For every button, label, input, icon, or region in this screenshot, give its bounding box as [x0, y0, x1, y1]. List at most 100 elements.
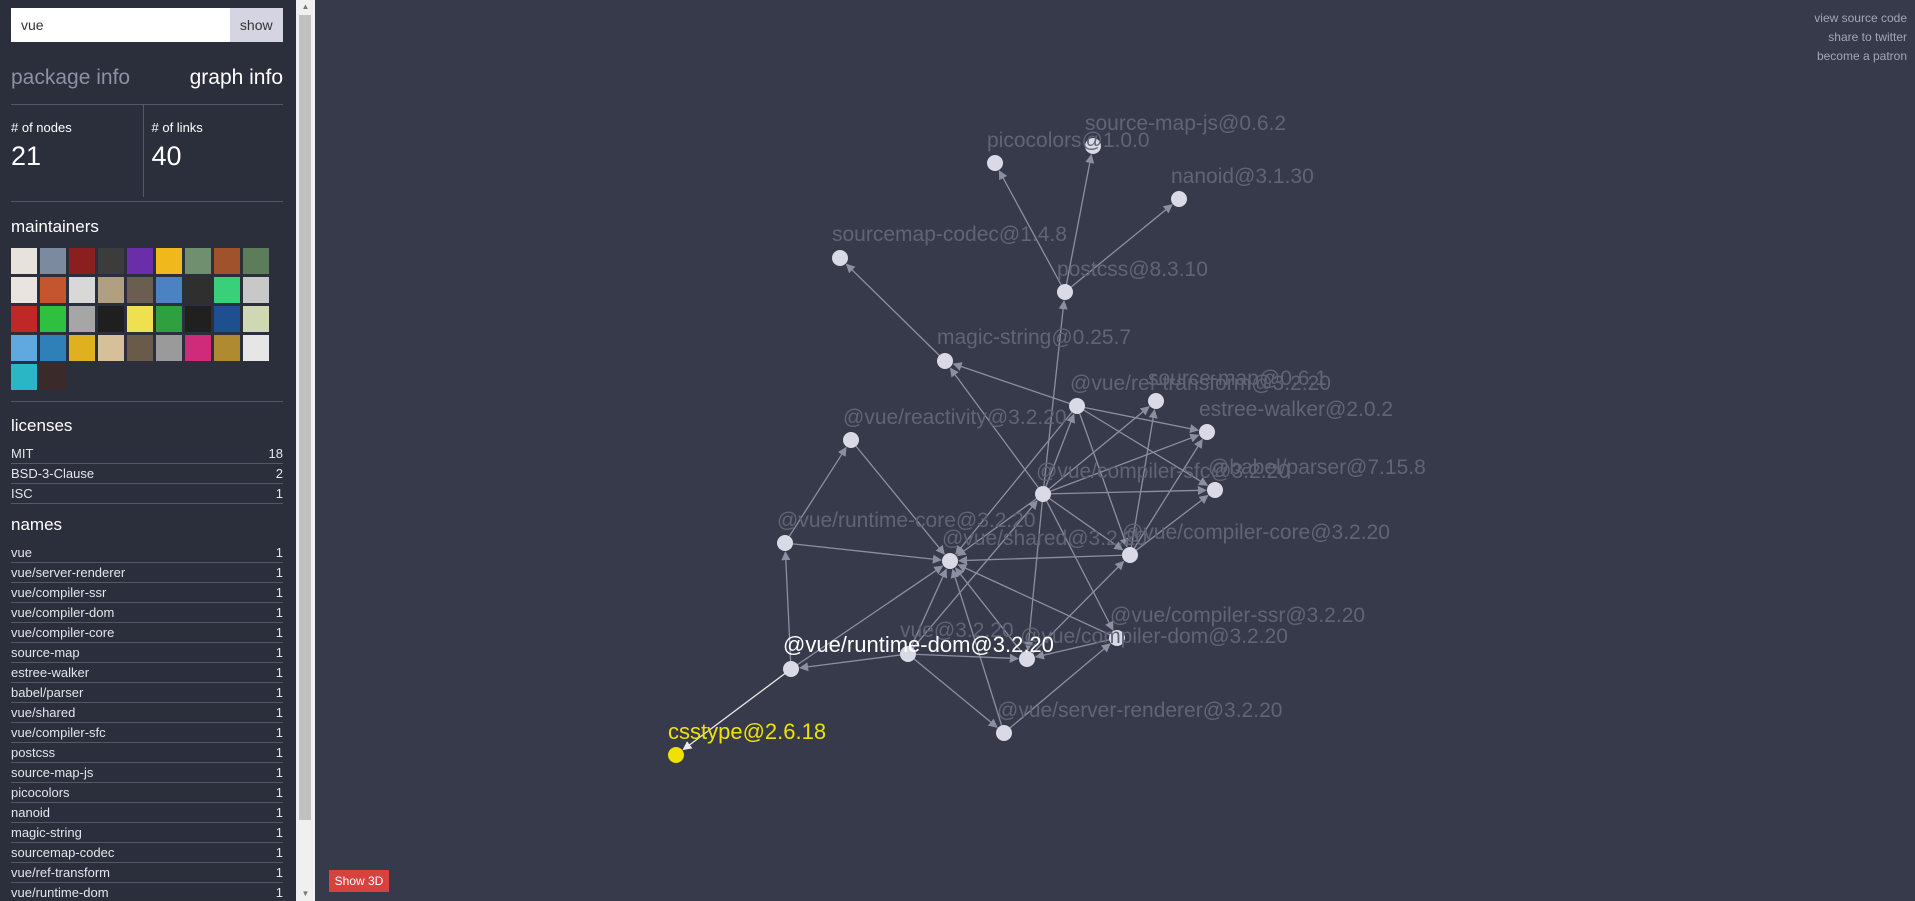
name-name: vue/compiler-core	[11, 625, 115, 640]
scrollbar-thumb[interactable]	[299, 15, 311, 820]
graph-node-nanoid[interactable]	[1171, 191, 1187, 207]
maintainer-avatar[interactable]	[98, 335, 124, 361]
graph-node-runtime-core[interactable]	[777, 535, 793, 551]
graph-node-source-map[interactable]	[1148, 393, 1164, 409]
graph-node-label: picocolors@1.0.0	[987, 129, 1150, 152]
graph-node-picocolors[interactable]	[987, 155, 1003, 171]
maintainer-avatar[interactable]	[98, 277, 124, 303]
maintainer-avatar[interactable]	[185, 306, 211, 332]
maintainer-avatar[interactable]	[185, 248, 211, 274]
graph-node-compiler-dom[interactable]	[1019, 651, 1035, 667]
graph-node-source-map-js[interactable]	[1085, 138, 1101, 154]
scroll-down-arrow-icon[interactable]: ▼	[301, 889, 310, 898]
link-count-value: 40	[151, 141, 182, 171]
graph-node-reactivity[interactable]	[843, 432, 859, 448]
maintainer-avatar[interactable]	[156, 335, 182, 361]
maintainer-avatar[interactable]	[69, 277, 95, 303]
maintainer-avatar[interactable]	[40, 277, 66, 303]
maintainer-avatar[interactable]	[185, 335, 211, 361]
maintainer-avatar[interactable]	[127, 306, 153, 332]
graph-node-runtime-dom[interactable]	[783, 661, 799, 677]
maintainer-avatar[interactable]	[214, 306, 240, 332]
become-patron-link[interactable]: become a patron	[1816, 49, 1907, 63]
graph-node-server-renderer[interactable]	[996, 725, 1012, 741]
graph-node-compiler-sfc[interactable]	[1035, 486, 1051, 502]
tab-graph-info[interactable]: graph info	[189, 66, 283, 89]
node-count-label: # of nodes	[11, 120, 72, 135]
scroll-up-arrow-icon[interactable]: ▲	[301, 2, 310, 11]
graph-node-shared[interactable]	[942, 553, 958, 569]
maintainer-avatar[interactable]	[243, 248, 269, 274]
maintainer-avatar[interactable]	[40, 364, 66, 390]
graph-edge	[1129, 408, 1158, 556]
maintainer-avatar[interactable]	[127, 335, 153, 361]
graph-node-magic-string[interactable]	[937, 353, 953, 369]
maintainer-avatar[interactable]	[156, 248, 182, 274]
maintainer-avatar[interactable]	[243, 306, 269, 332]
maintainer-avatar[interactable]	[214, 248, 240, 274]
tab-package-info[interactable]: package info	[11, 66, 131, 89]
maintainer-avatar[interactable]	[11, 248, 37, 274]
show-3d-button[interactable]: Show 3D	[329, 870, 389, 892]
graph-edge	[1026, 560, 1125, 660]
maintainer-avatar[interactable]	[69, 248, 95, 274]
maintainer-avatar[interactable]	[98, 306, 124, 332]
graph-edge	[956, 493, 1044, 557]
maintainer-avatar[interactable]	[69, 306, 95, 332]
graph-node-sourcemap-codec[interactable]	[832, 250, 848, 266]
graph-node-compiler-ssr[interactable]	[1109, 630, 1125, 646]
maintainer-avatar[interactable]	[40, 248, 66, 274]
share-twitter-link[interactable]: share to twitter	[1828, 30, 1907, 44]
maintainer-avatar[interactable]	[156, 277, 182, 303]
graph-node-estree-walker[interactable]	[1199, 424, 1215, 440]
maintainer-avatar[interactable]	[11, 335, 37, 361]
maintainer-avatar[interactable]	[156, 306, 182, 332]
maintainer-avatar[interactable]	[69, 335, 95, 361]
graph-node-compiler-core[interactable]	[1122, 547, 1138, 563]
maintainer-avatar[interactable]	[40, 306, 66, 332]
maintainer-avatar[interactable]	[185, 277, 211, 303]
graph-node-ref-transform[interactable]	[1069, 398, 1085, 414]
maintainer-avatar[interactable]	[127, 248, 153, 274]
maintainer-avatar[interactable]	[40, 335, 66, 361]
graph-node-vue[interactable]	[900, 646, 916, 662]
maintainer-avatar[interactable]	[243, 277, 269, 303]
maintainer-avatar[interactable]	[11, 364, 37, 390]
graph-node-babel-parser[interactable]	[1207, 482, 1223, 498]
show-button[interactable]: show	[229, 8, 283, 42]
view-source-link[interactable]: view source code	[1814, 11, 1907, 25]
maintainer-avatar[interactable]	[98, 248, 124, 274]
maintainer-avatar[interactable]	[127, 277, 153, 303]
maintainer-avatar[interactable]	[11, 306, 37, 332]
maintainer-avatar[interactable]	[214, 335, 240, 361]
graph-node-postcss[interactable]	[1057, 284, 1073, 300]
search-input[interactable]	[11, 8, 230, 42]
maintainer-avatar[interactable]	[11, 277, 37, 303]
graph-node-csstype[interactable]	[668, 747, 684, 763]
maintainer-avatar[interactable]	[243, 335, 269, 361]
sidebar-scrollbar[interactable]: ▲ ▼	[296, 0, 315, 901]
maintainer-avatar[interactable]	[214, 277, 240, 303]
